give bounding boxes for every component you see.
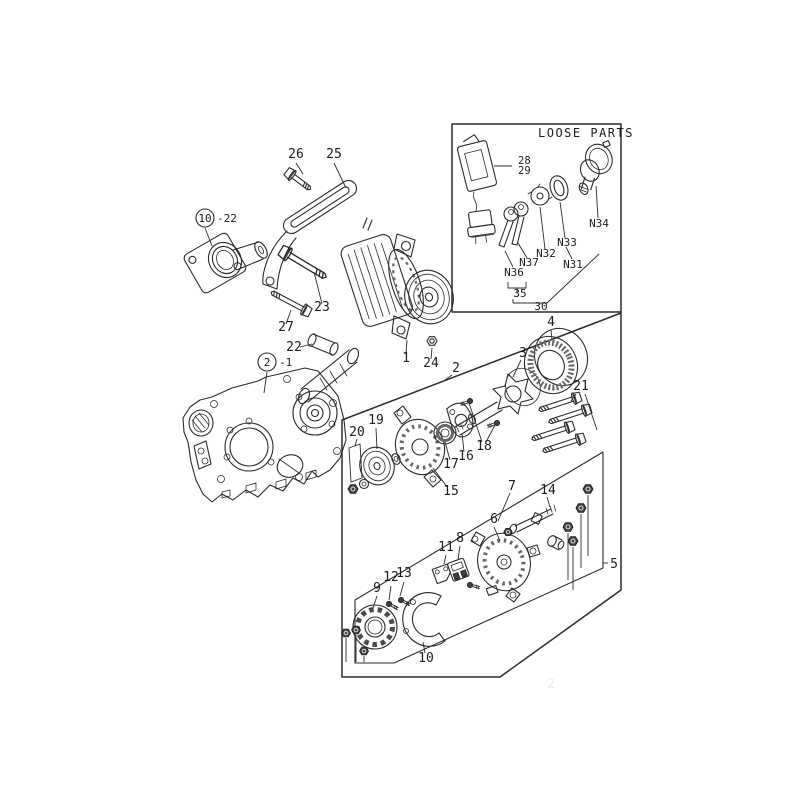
connector-28-29 [456,134,498,192]
spacer-22 [307,333,339,356]
bearing-17 [433,421,457,445]
callout-n32: N32 [536,247,556,260]
fan-plate-9 [352,604,398,650]
loose-nuts [562,484,594,590]
callout-13: 13 [396,566,412,581]
callouts: 26 25 27 23 22 1 24 2 3 4 21 18 16 17 15… [278,147,618,666]
terminal-screw [466,581,481,591]
callout-30: 30 [534,300,547,313]
regulator-11 [431,563,451,585]
callout-5: 5 [610,557,618,572]
callout-10-circled: 10 [198,212,211,225]
callout-21: 21 [573,379,589,394]
key-n36 [498,206,519,248]
callout-1: 1 [402,351,410,366]
rear-cover-10 [402,592,446,647]
rotor-3 [454,367,541,436]
stator-4 [523,327,589,395]
bolt-26 [282,165,315,195]
key-n37 [511,201,529,246]
callout-23: 23 [314,300,330,315]
bolt-23 [276,243,331,285]
tension-arm [297,347,360,405]
pulley-19 [359,446,395,486]
callout-4: 4 [547,315,555,330]
callout-n33: N33 [557,236,577,249]
callout-14: 14 [540,483,556,498]
callout-7: 7 [508,479,516,494]
callout-10-circled-group: 10 -22 [195,208,237,228]
front-bracket-15 [393,405,446,488]
shaft-collar [391,453,401,465]
callout-2-group: 2 [452,361,460,376]
callout-n37: N37 [519,256,539,269]
plug [467,209,496,245]
callout-2-circled-group: 2 -1 [257,352,292,372]
callout-25: 25 [326,147,342,162]
adjuster-strap [262,179,358,290]
callout-3: 3 [519,346,527,361]
callout-18: 18 [476,439,492,454]
callout-2-suffix: -1 [279,356,292,369]
callout-12: 12 [383,570,399,585]
callout-10-cover: 10 [418,651,434,666]
pulley-nuts [341,625,369,662]
callout-11: 11 [438,540,454,555]
callout-10-suffix: -22 [217,212,237,225]
callout-20: 20 [349,425,365,440]
callout-35: 35 [513,287,526,300]
callout-28: 28 [518,155,531,167]
callout-19: 19 [368,413,384,428]
loose-parts-box: LOOSE PARTS [451,123,634,313]
brush-holder-8 [447,557,470,582]
timing-cover [182,367,347,503]
lock-washer-nut-20 [347,443,370,494]
nut-24 [426,336,438,346]
callout-26: 26 [288,147,304,162]
alternator-assembly [340,217,454,340]
bolt-27 [267,286,314,319]
callout-8: 8 [456,531,464,546]
loose-box-leaders [494,165,600,304]
group-box-5 [354,451,604,664]
switch-rotor-n32 [527,183,553,206]
callout-16: 16 [458,449,474,464]
callout-9: 9 [373,581,381,596]
callout-n36: N36 [504,266,524,279]
callout-15: 15 [443,484,459,499]
callout-27: 27 [278,320,294,335]
bolt-14 [503,504,565,551]
through-bolts-21 [529,390,594,458]
callout-17: 17 [443,457,459,472]
callout-n34: N34 [589,217,609,230]
leader-lines [204,162,608,654]
rear-bracket-6 [470,531,541,603]
retainer-screw-18a [459,397,474,408]
bypass-fitting [183,232,268,294]
ignition-switch-n34 [578,139,613,195]
loose-parts-title: LOOSE PARTS [538,126,634,140]
pulley-assembled [404,269,454,325]
callout-n31: N31 [563,258,583,271]
connector-wire [472,191,478,212]
watermark: 2 [547,677,555,692]
callout-24: 24 [423,356,439,371]
callout-2-circled: 2 [264,356,271,369]
callout-22: 22 [286,340,302,355]
ring-n33 [549,175,569,201]
callout-29: 29 [518,165,531,177]
callout-6: 6 [490,512,498,527]
